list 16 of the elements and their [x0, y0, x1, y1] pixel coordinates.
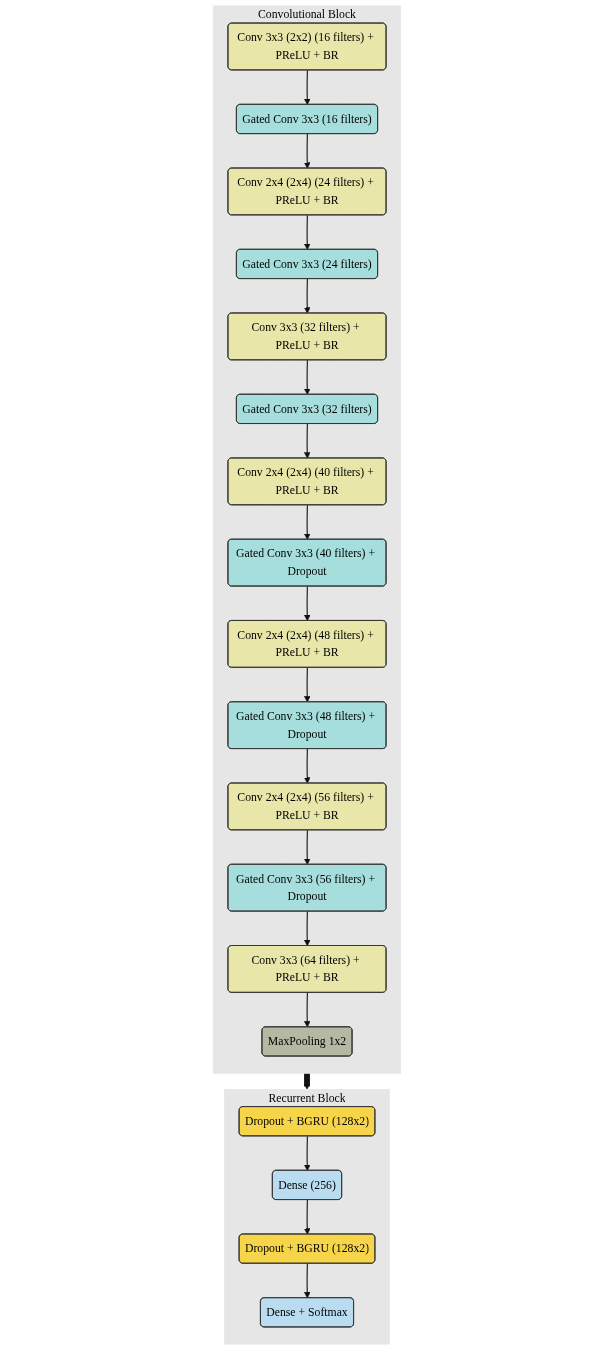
arrow — [304, 1263, 311, 1299]
arrow — [304, 910, 311, 947]
arrow — [304, 585, 311, 622]
arrow — [304, 133, 311, 169]
arrow — [304, 214, 311, 250]
arrow — [304, 992, 311, 1028]
arrow — [304, 667, 311, 703]
arrow — [304, 504, 311, 540]
arrow — [304, 278, 311, 314]
arrow — [304, 69, 311, 105]
arrow — [304, 829, 311, 865]
arrow — [304, 423, 311, 459]
arrow — [304, 359, 311, 395]
arrow — [304, 1199, 311, 1235]
arrow — [304, 1135, 311, 1171]
arrow — [304, 748, 311, 784]
